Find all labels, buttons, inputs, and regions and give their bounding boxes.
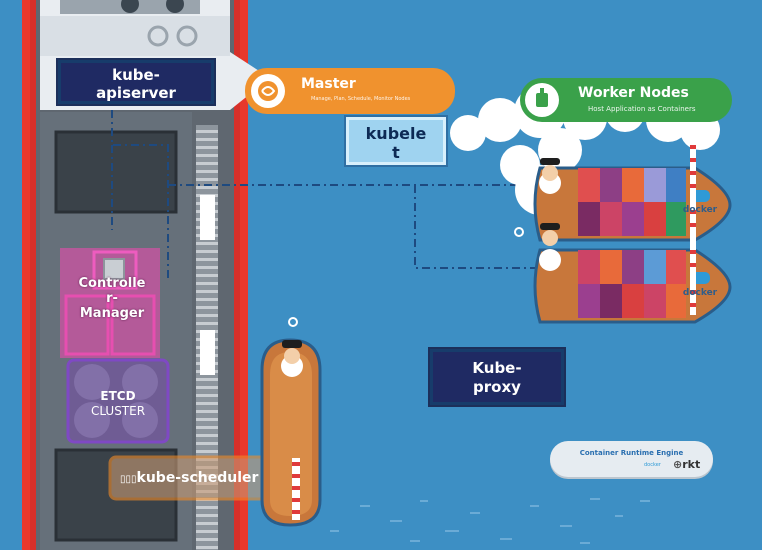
rail-tie: [196, 162, 218, 165]
rail-tie: [196, 178, 218, 181]
kube-scheduler-label: ▯▯▯kube-scheduler: [120, 470, 320, 486]
rail-tie: [196, 410, 218, 413]
rail-tie: [196, 418, 218, 421]
container-runtime-card: Container Runtime Engine docker ⊕rkt: [550, 441, 713, 477]
rail-tie: [196, 250, 218, 253]
rail-tie: [196, 426, 218, 429]
docker-label-ship-2: docker: [682, 288, 718, 298]
controller-manager-label: Controlle r- Manager: [78, 276, 146, 321]
worker-nodes-subtitle: Host Application as Containers: [588, 105, 696, 113]
etcd-cluster-box: [66, 358, 170, 444]
containers-ship-2: [578, 250, 686, 318]
robot-icon: [525, 83, 559, 117]
containers-ship-1: [578, 168, 686, 236]
rail-tie: [196, 506, 218, 509]
docker-label-ship-1: docker: [682, 205, 718, 215]
rail-tie: [196, 538, 218, 541]
docker-logo-small: docker: [644, 462, 661, 468]
rail-tie: [196, 530, 218, 533]
rail-tie: [196, 378, 218, 381]
rail-tie: [196, 386, 218, 389]
rail-tie: [196, 450, 218, 453]
rail-tie: [196, 290, 218, 293]
kube-proxy-label: Kube- proxy: [430, 349, 564, 405]
rkt-icon: ⊕: [673, 458, 683, 471]
rail-tie: [196, 402, 218, 405]
master-subtitle: Manage, Plan, Schedule, Monitor Nodes: [311, 96, 411, 102]
water-ripples: [330, 498, 650, 544]
rail-tie: [196, 514, 218, 517]
rail-tie: [196, 394, 218, 397]
kubelet-label: kubele t: [344, 115, 448, 167]
etcd-subtitle: CLUSTER: [90, 404, 146, 418]
rail-tie: [196, 522, 218, 525]
rail-tie: [196, 170, 218, 173]
small-boat: [260, 317, 322, 527]
connection-lines: [111, 110, 560, 280]
rail-tie: [196, 186, 218, 189]
scheduler-prefix-glyphs: ▯▯▯: [120, 474, 137, 485]
rail-tie: [196, 314, 218, 317]
etcd-title: ETCD: [100, 389, 136, 403]
rail-tie: [196, 274, 218, 277]
rkt-logo: ⊕rkt: [673, 458, 700, 471]
worker-ships: [450, 86, 732, 324]
kube-apiserver-label: kube- apiserver: [58, 60, 214, 104]
container-runtime-title: Container Runtime Engine: [579, 449, 684, 457]
rail-tie: [196, 442, 218, 445]
rail-tie: [196, 306, 218, 309]
worker-nodes-banner: Worker Nodes Host Application as Contain…: [520, 78, 732, 122]
worker-nodes-title: Worker Nodes: [578, 85, 689, 101]
rail-tie: [196, 154, 218, 157]
controller-manager-box: [60, 248, 160, 358]
master-banner: Master Manage, Plan, Schedule, Monitor N…: [245, 68, 455, 114]
rail-tie: [196, 146, 218, 149]
rail-tie: [196, 138, 218, 141]
rail-tie: [196, 322, 218, 325]
brain-icon: [251, 74, 285, 108]
rail-tie: [196, 298, 218, 301]
rail-tie: [196, 546, 218, 549]
rail-tie: [196, 266, 218, 269]
rail-tie: [196, 130, 218, 133]
kube-scheduler-text: kube-scheduler: [136, 470, 259, 486]
rail-tie: [196, 258, 218, 261]
rail-tie: [196, 282, 218, 285]
master-title: Master: [301, 76, 356, 92]
rail-tie: [196, 434, 218, 437]
rkt-label: rkt: [682, 458, 701, 471]
rail-tie: [196, 242, 218, 245]
